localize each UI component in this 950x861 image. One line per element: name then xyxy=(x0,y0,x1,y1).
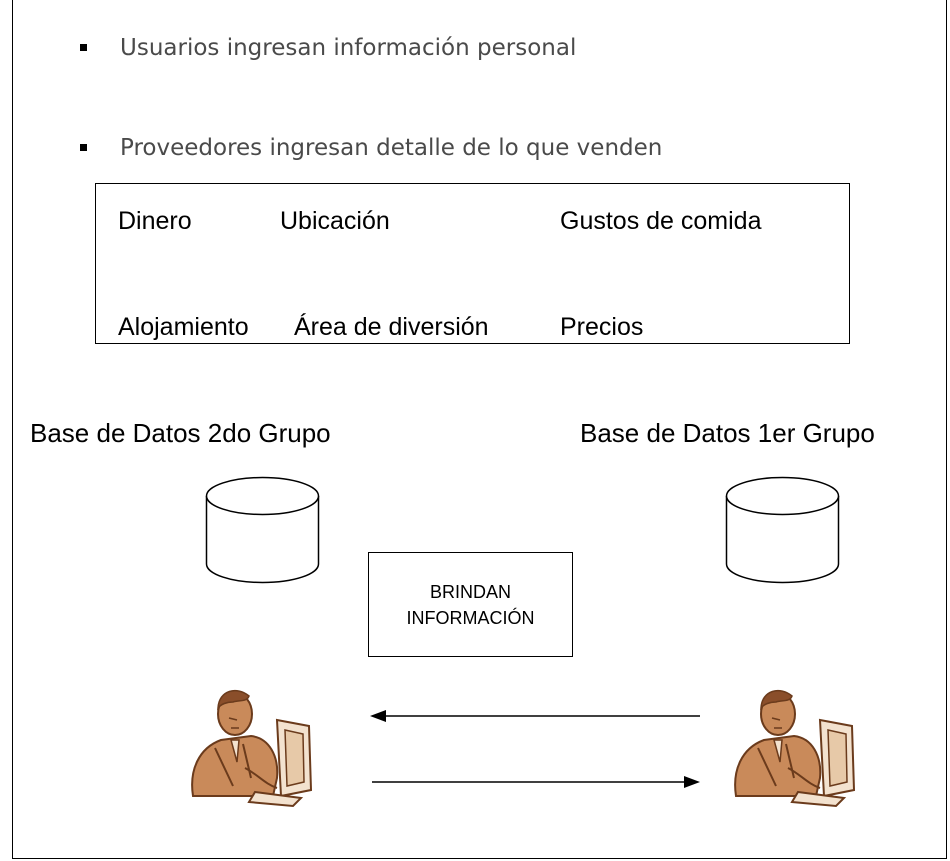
category-label: Ubicación xyxy=(280,207,390,235)
arrow-left-icon xyxy=(370,710,700,722)
bullet-item: Proveedores ingresan detalle de lo que v… xyxy=(80,128,662,168)
database-label-right: Base de Datos 1er Grupo xyxy=(580,418,875,448)
diagram-frame xyxy=(12,0,947,859)
database-label-left: Base de Datos 2do Grupo xyxy=(30,418,331,448)
bullet-text: Usuarios ingresan información personal xyxy=(120,35,577,61)
category-label: Gustos de comida xyxy=(560,207,762,235)
categories-box xyxy=(95,183,850,344)
category-label: Área de diversión xyxy=(294,313,489,341)
person-at-computer-icon xyxy=(734,689,856,808)
database-cylinder-icon xyxy=(205,476,320,584)
bullet-marker-icon xyxy=(80,44,87,51)
bullet-list: Usuarios ingresan información personal P… xyxy=(80,28,662,168)
info-box-line: BRINDAN xyxy=(429,581,511,602)
category-label: Precios xyxy=(560,313,644,341)
bullet-text: Proveedores ingresan detalle de lo que v… xyxy=(120,135,663,161)
bullet-item: Usuarios ingresan información personal xyxy=(80,28,662,68)
exchange-arrows xyxy=(370,710,700,788)
info-box: BRINDAN INFORMACIÓN xyxy=(368,552,573,657)
bullet-marker-icon xyxy=(80,144,87,151)
arrow-right-icon xyxy=(372,776,700,788)
person-at-computer-icon xyxy=(191,689,313,808)
category-label: Dinero xyxy=(118,207,192,235)
info-box-line: INFORMACIÓN xyxy=(406,607,535,628)
category-label: Alojamiento xyxy=(118,313,249,341)
database-cylinder-icon xyxy=(725,476,840,584)
